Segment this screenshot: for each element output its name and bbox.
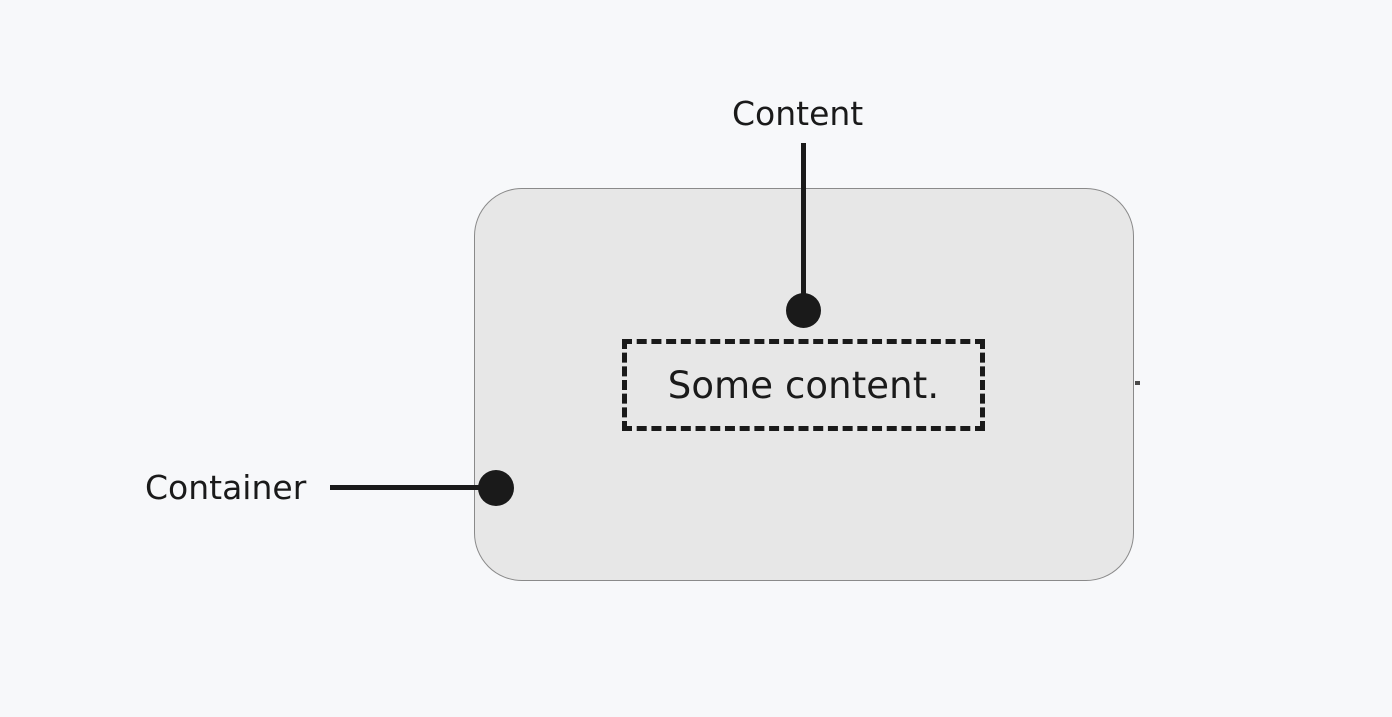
content-callout-label: Content <box>732 94 864 133</box>
content-anchor-dot-icon <box>786 293 821 328</box>
container-anchor-dot-icon <box>478 470 514 506</box>
container-callout-label: Container <box>145 468 307 507</box>
container-edge-anchor-icon <box>1135 381 1140 385</box>
content-leader-line <box>801 143 806 311</box>
content-shape: Some content. <box>622 339 985 431</box>
container-leader-line <box>330 485 498 490</box>
content-text: Some content. <box>667 363 940 407</box>
